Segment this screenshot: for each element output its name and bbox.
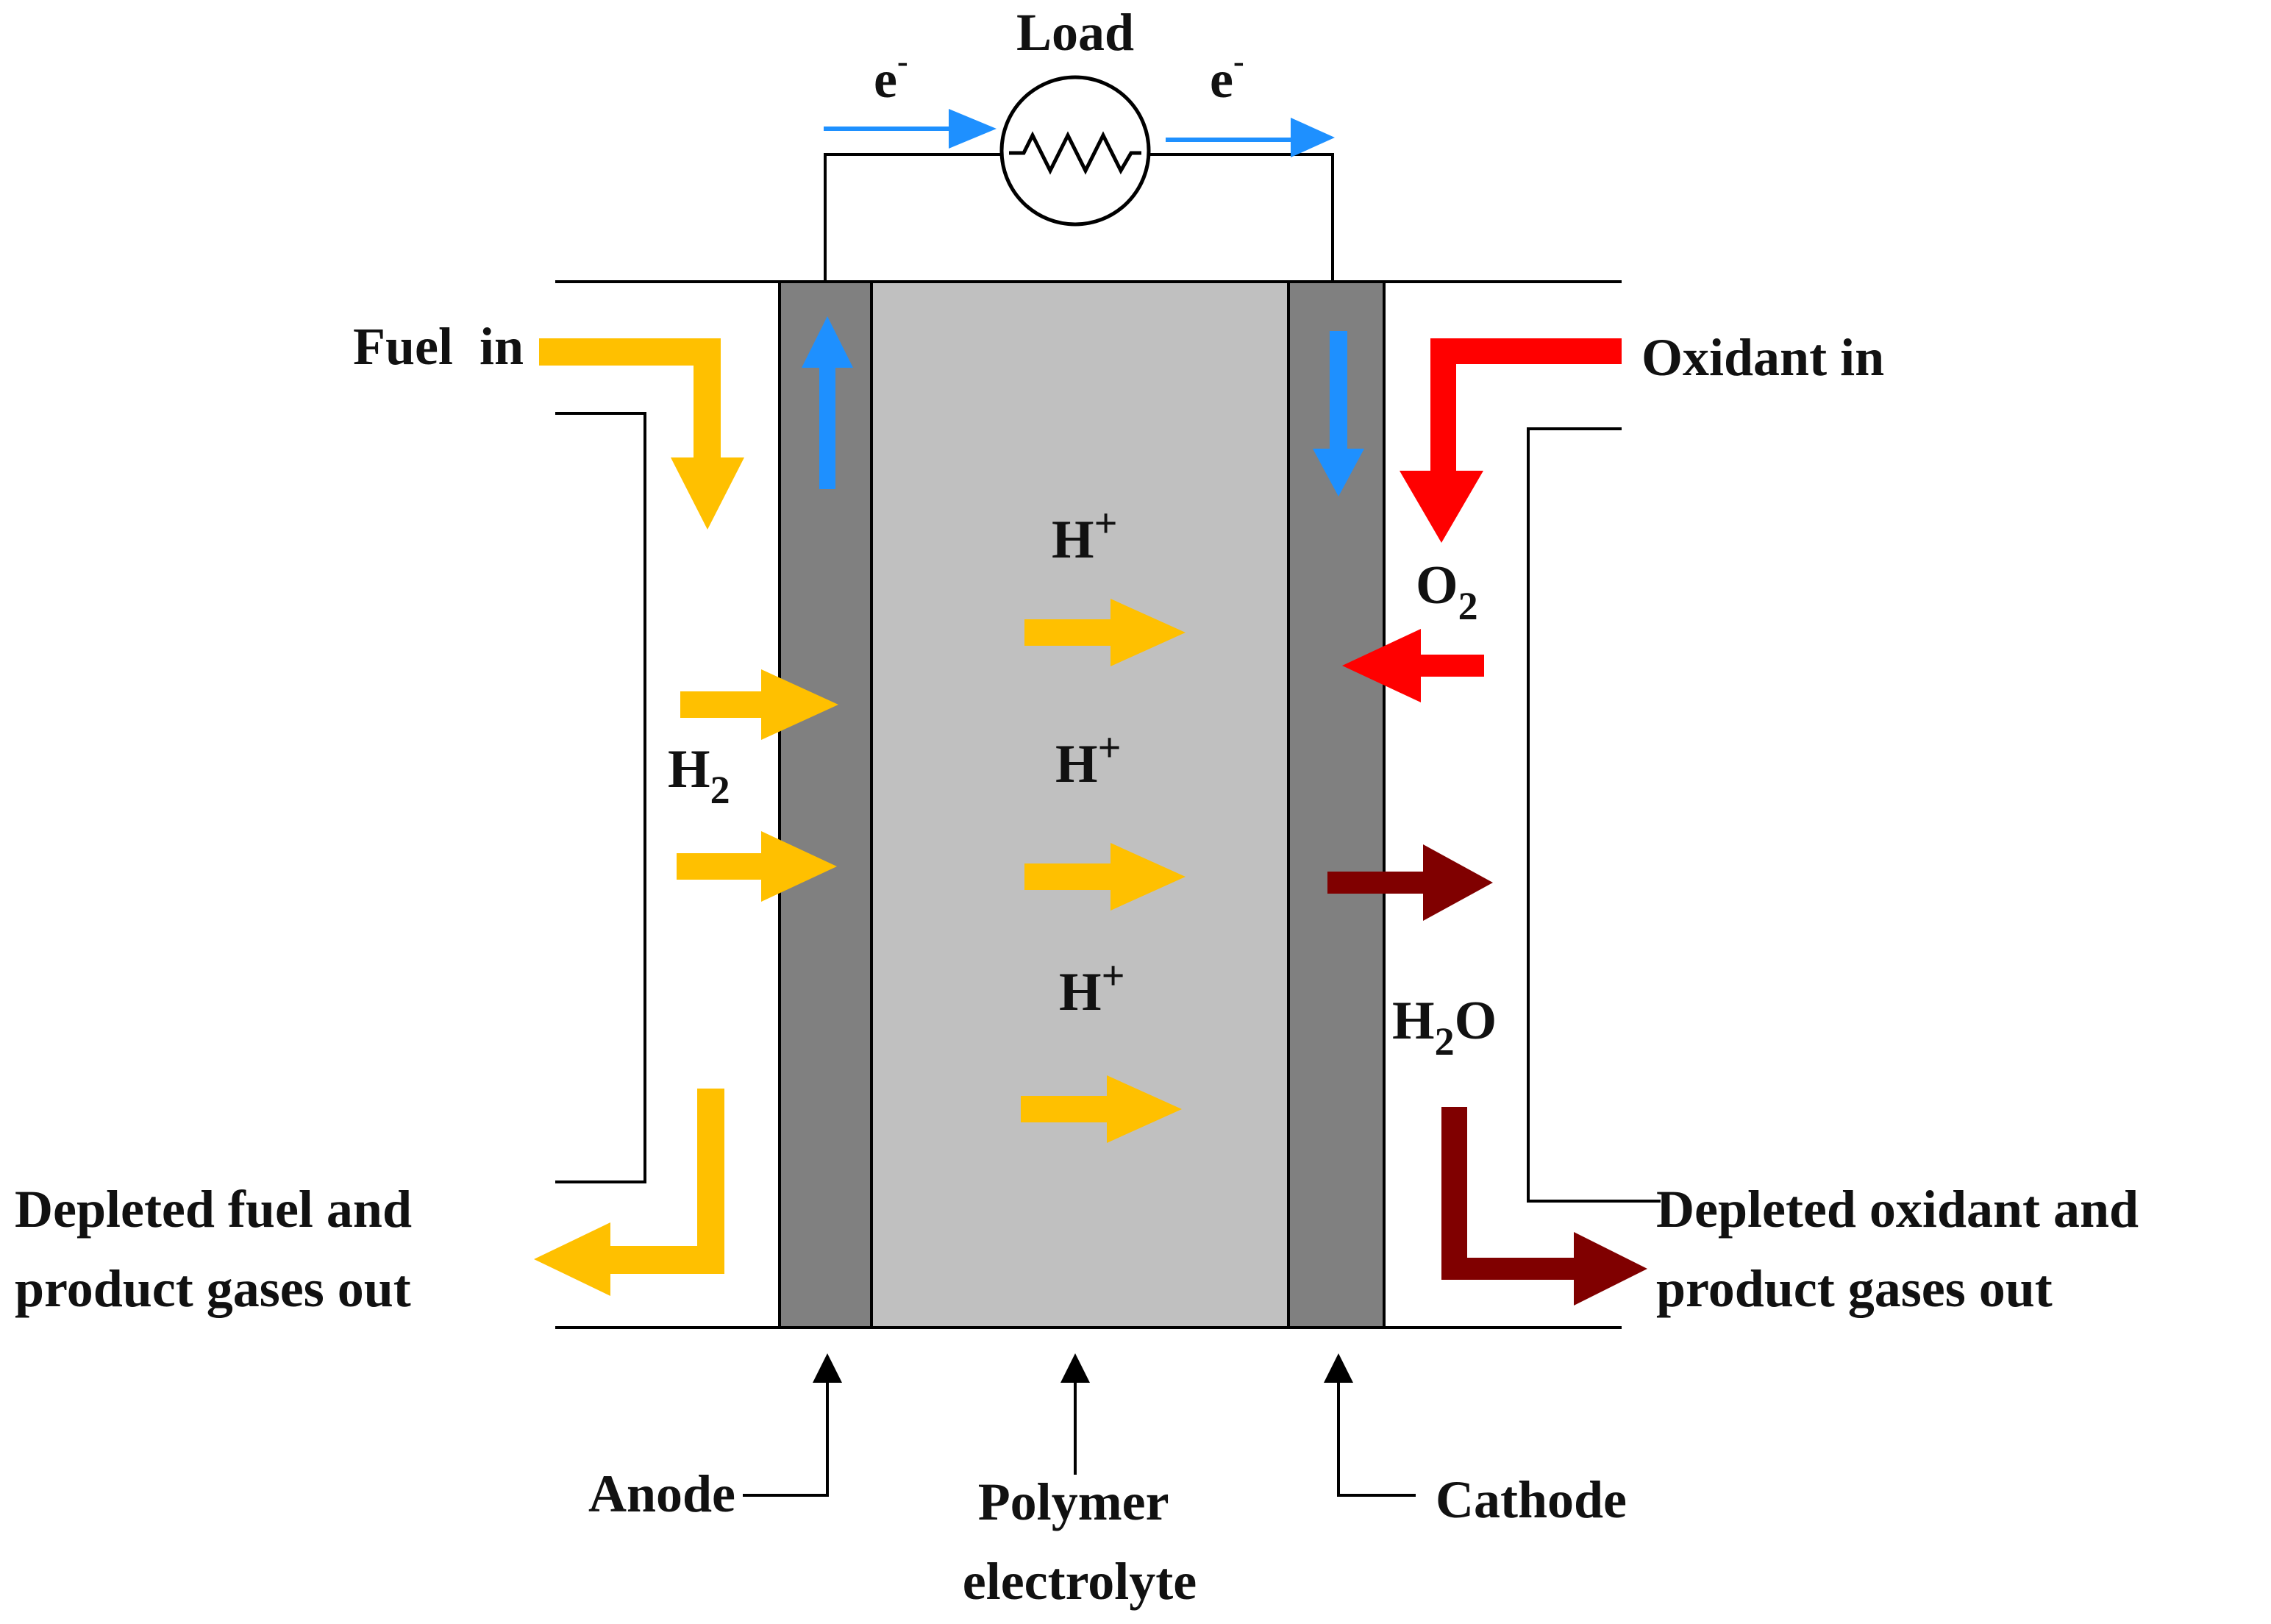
fuel-channel-wall [555, 412, 646, 1183]
electron-label-left: e- [874, 43, 908, 109]
oxygen-label: O2 [1416, 555, 1478, 628]
cell-body [555, 280, 1661, 1329]
arrow-icon [680, 669, 838, 740]
proton-label-2: H+ [1055, 725, 1121, 794]
oxidant-flow-arrows [1342, 338, 1622, 702]
arrow-icon [1021, 1075, 1182, 1143]
arrow-icon [1024, 843, 1186, 911]
arrow-icon [802, 316, 853, 489]
depleted-oxidant-label: Depleted oxidant and product gases out [1656, 1180, 2152, 1318]
proton-label-3: H+ [1059, 953, 1124, 1022]
circuit-wire [824, 153, 1002, 282]
oxidant-channel-wall [1527, 427, 1661, 1203]
external-circuit [824, 75, 1334, 282]
electrolyte-label: Polymer electrolyte [963, 1472, 1197, 1611]
depleted-fuel-label: Depleted fuel and product gases out [15, 1180, 425, 1318]
electrolyte-layer [870, 280, 1290, 1329]
electron-flow-arrows [802, 109, 1364, 496]
proton-label-1: H+ [1052, 501, 1117, 570]
water-label: H2O [1392, 991, 1497, 1064]
anode-label: Anode [588, 1464, 735, 1523]
arrow-icon [534, 1089, 724, 1296]
pointer-lines [743, 1353, 1416, 1497]
load-label: Load [1016, 3, 1134, 62]
water-flow-arrows [1327, 844, 1647, 1306]
oxidant-in-label: Oxidant in [1641, 328, 1884, 387]
arrow-icon [1166, 118, 1335, 157]
resistor-icon [999, 75, 1151, 227]
circuit-wire-right [1149, 153, 1334, 282]
arrow-icon [1327, 844, 1493, 921]
fuel-flow-arrows [534, 338, 1186, 1296]
arrow-icon [1400, 338, 1622, 543]
arrow-icon [1024, 599, 1186, 666]
cathode-pointer [1324, 1353, 1416, 1497]
arrow-icon [1313, 331, 1364, 496]
electron-label-right: e- [1210, 43, 1244, 109]
arrow-icon [539, 338, 744, 530]
arrow-icon [824, 109, 997, 149]
hydrogen-label: H2 [668, 739, 730, 812]
arrow-icon [1441, 1107, 1647, 1306]
arrow-icon [677, 831, 837, 902]
cathode-label: Cathode [1436, 1470, 1627, 1529]
fuel-in-label: Fuel in [353, 317, 524, 376]
anode-pointer [743, 1353, 842, 1497]
arrow-icon [1342, 629, 1484, 702]
